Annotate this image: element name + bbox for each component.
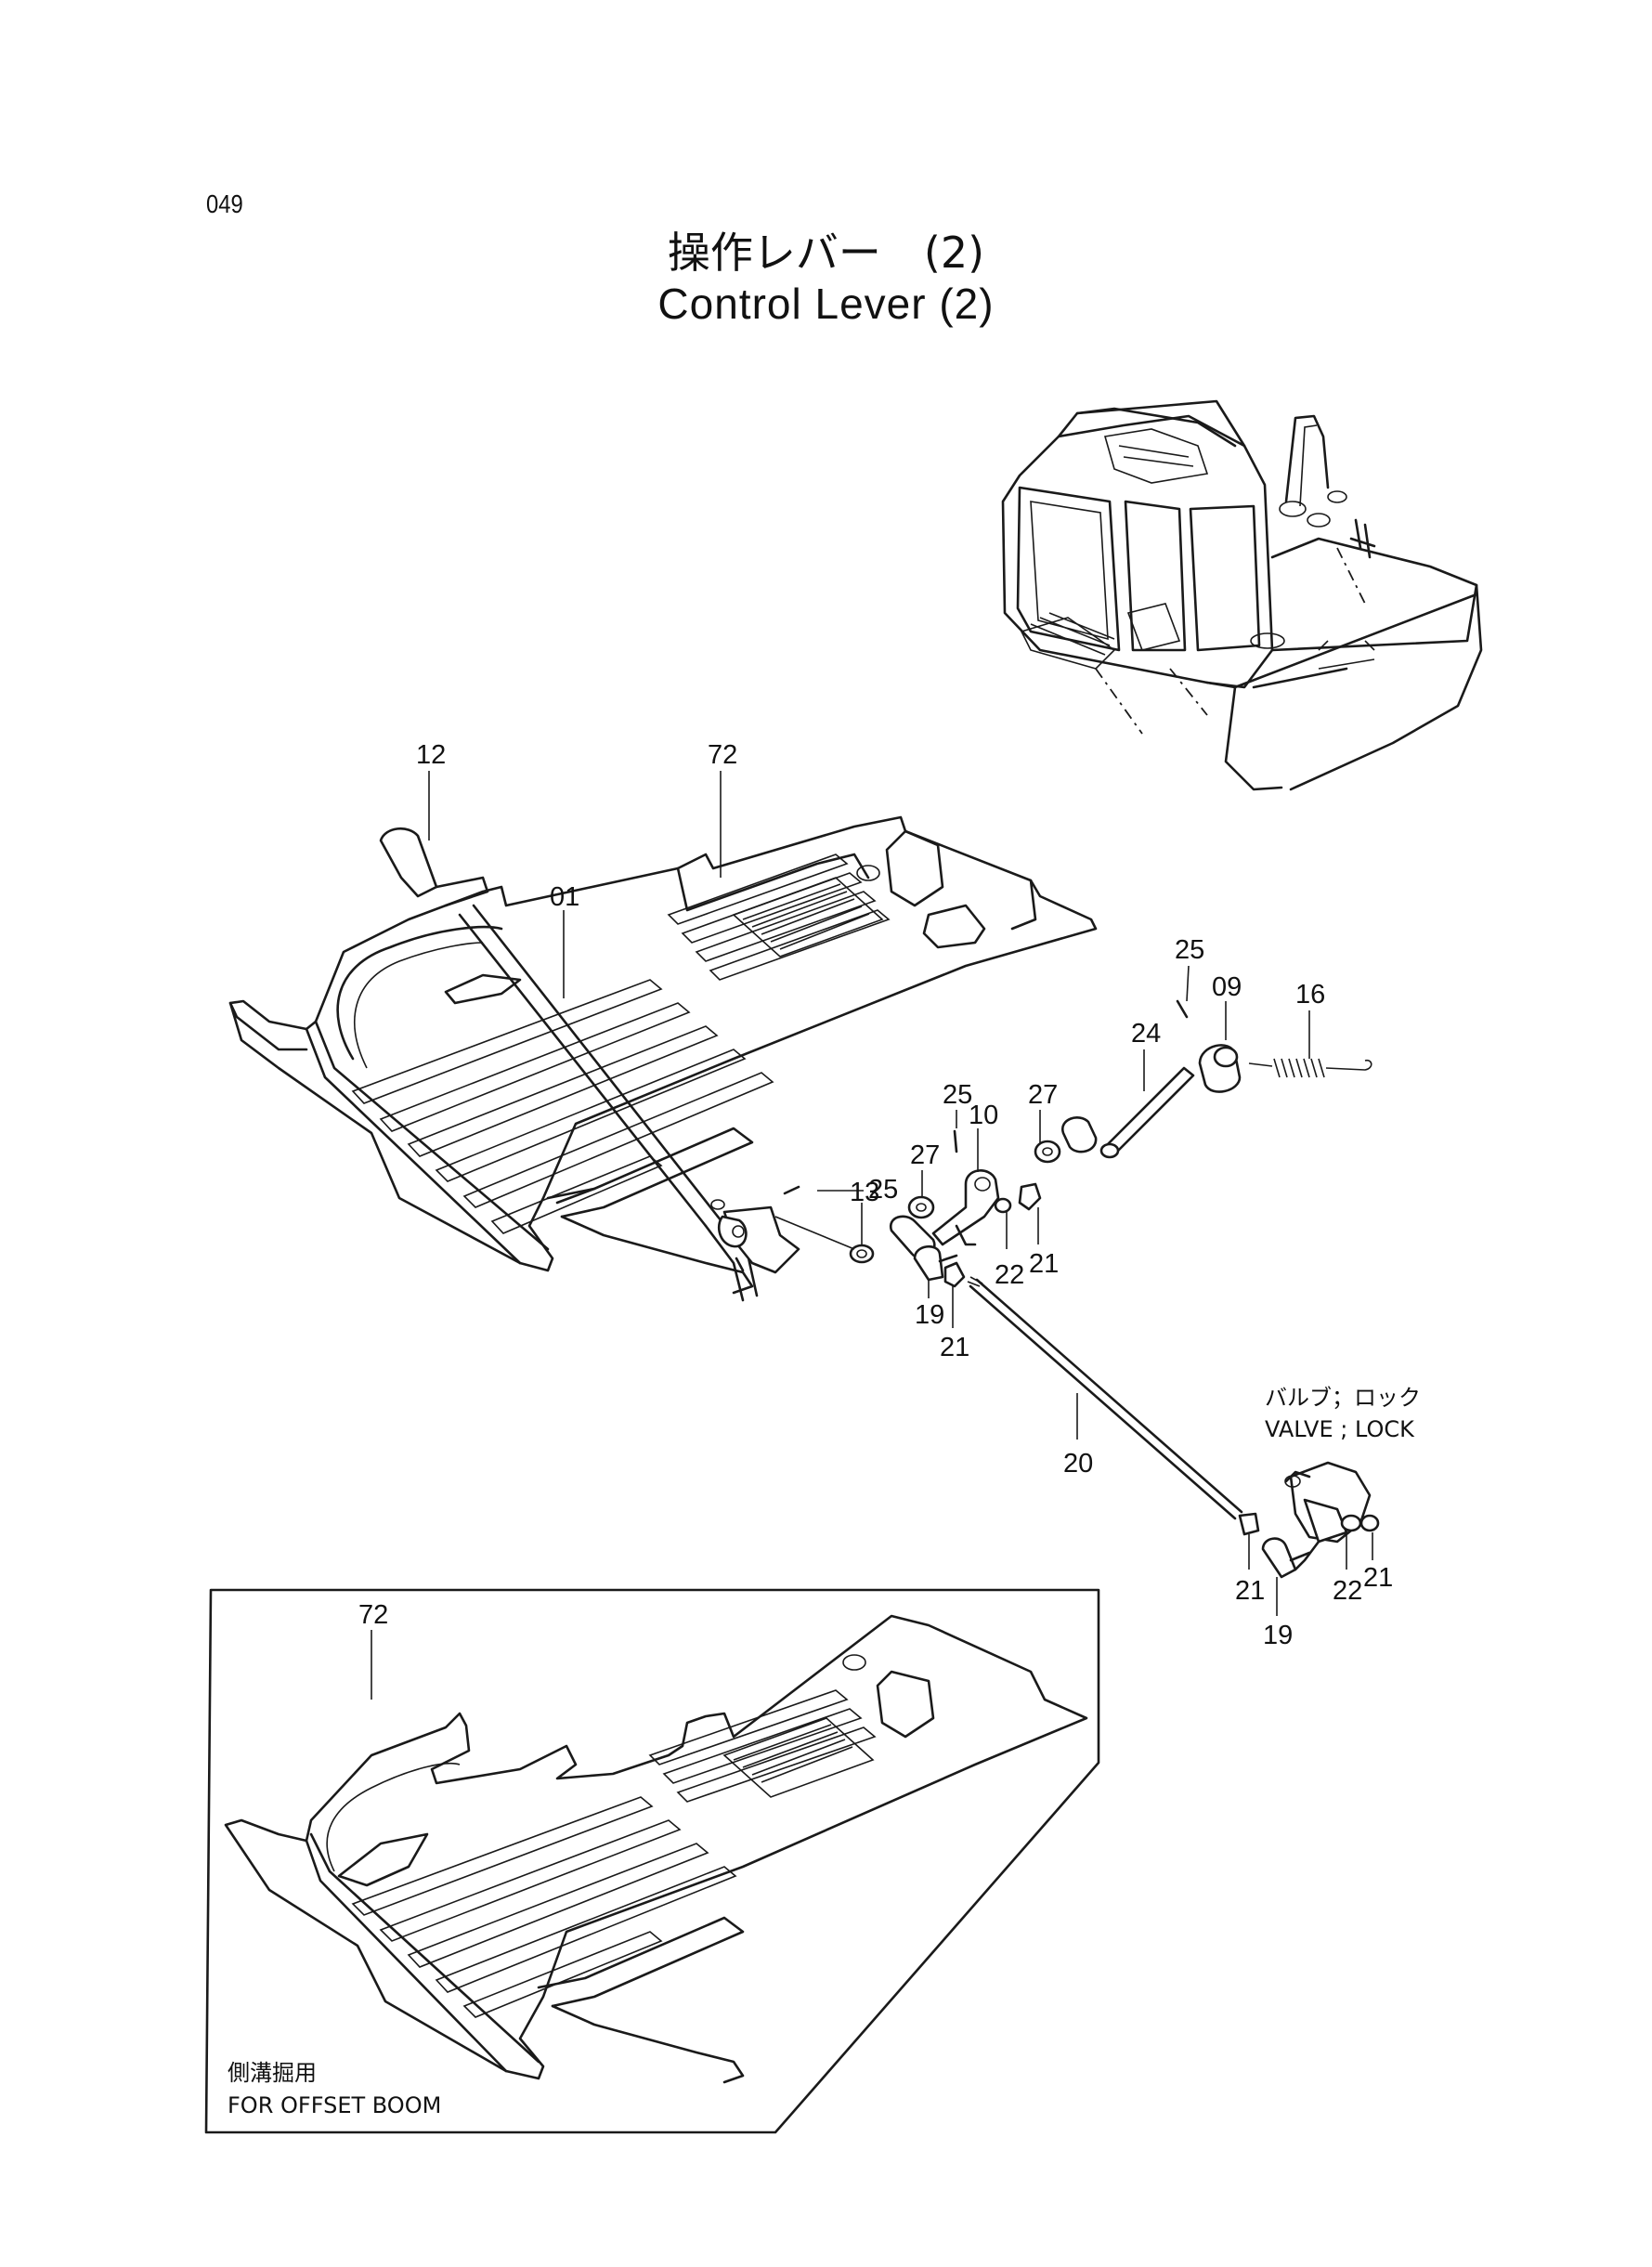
part-label: 21 xyxy=(1029,1249,1059,1279)
title-japanese: 操作レバー (2) xyxy=(667,228,985,278)
excavator-cab-icon xyxy=(1001,399,1483,791)
control-lever-icon xyxy=(379,827,1372,1520)
part-label: 01 xyxy=(550,882,579,912)
valve-note-english: VALVE ; LOCK xyxy=(1265,1416,1415,1442)
part-label: 25 xyxy=(868,1175,898,1205)
valve-note-japanese: バルブ；ロック xyxy=(1265,1385,1421,1411)
part-label: 16 xyxy=(1295,980,1325,1010)
part-label: 27 xyxy=(1028,1080,1058,1110)
part-label: 09 xyxy=(1212,972,1242,1002)
floor-plate-icon xyxy=(228,815,1098,1295)
title-english: Control Lever (2) xyxy=(657,280,995,328)
part-label: 25 xyxy=(1175,935,1204,965)
part-label: 27 xyxy=(910,1140,940,1170)
part-label: 72 xyxy=(708,740,737,770)
inset-note-japanese: 側溝掘用 xyxy=(228,2060,317,2086)
part-label: 25 xyxy=(943,1080,972,1110)
lock-valve-icon xyxy=(1238,1461,1380,1579)
part-label: 22 xyxy=(995,1260,1024,1290)
leader-lines xyxy=(371,771,1373,1700)
part-label: 20 xyxy=(1063,1449,1093,1479)
part-label: 72 xyxy=(358,1600,388,1630)
part-label: 21 xyxy=(940,1333,969,1362)
part-number-labels: 12 72 01 25 09 16 24 25 10 27 27 25 13 2… xyxy=(358,740,1393,1650)
part-label: 24 xyxy=(1131,1019,1161,1049)
inset-note-english: FOR OFFSET BOOM xyxy=(228,2092,441,2118)
part-label: 13 xyxy=(850,1178,879,1207)
part-label: 21 xyxy=(1363,1563,1393,1593)
part-label: 19 xyxy=(1263,1621,1293,1650)
part-label: 19 xyxy=(915,1300,944,1330)
part-label: 12 xyxy=(416,740,446,770)
part-label: 21 xyxy=(1235,1576,1265,1606)
offset-boom-inset xyxy=(204,1588,1100,2134)
part-label: 22 xyxy=(1333,1576,1362,1606)
page-number: 049 xyxy=(206,189,243,218)
part-label: 10 xyxy=(969,1101,998,1130)
